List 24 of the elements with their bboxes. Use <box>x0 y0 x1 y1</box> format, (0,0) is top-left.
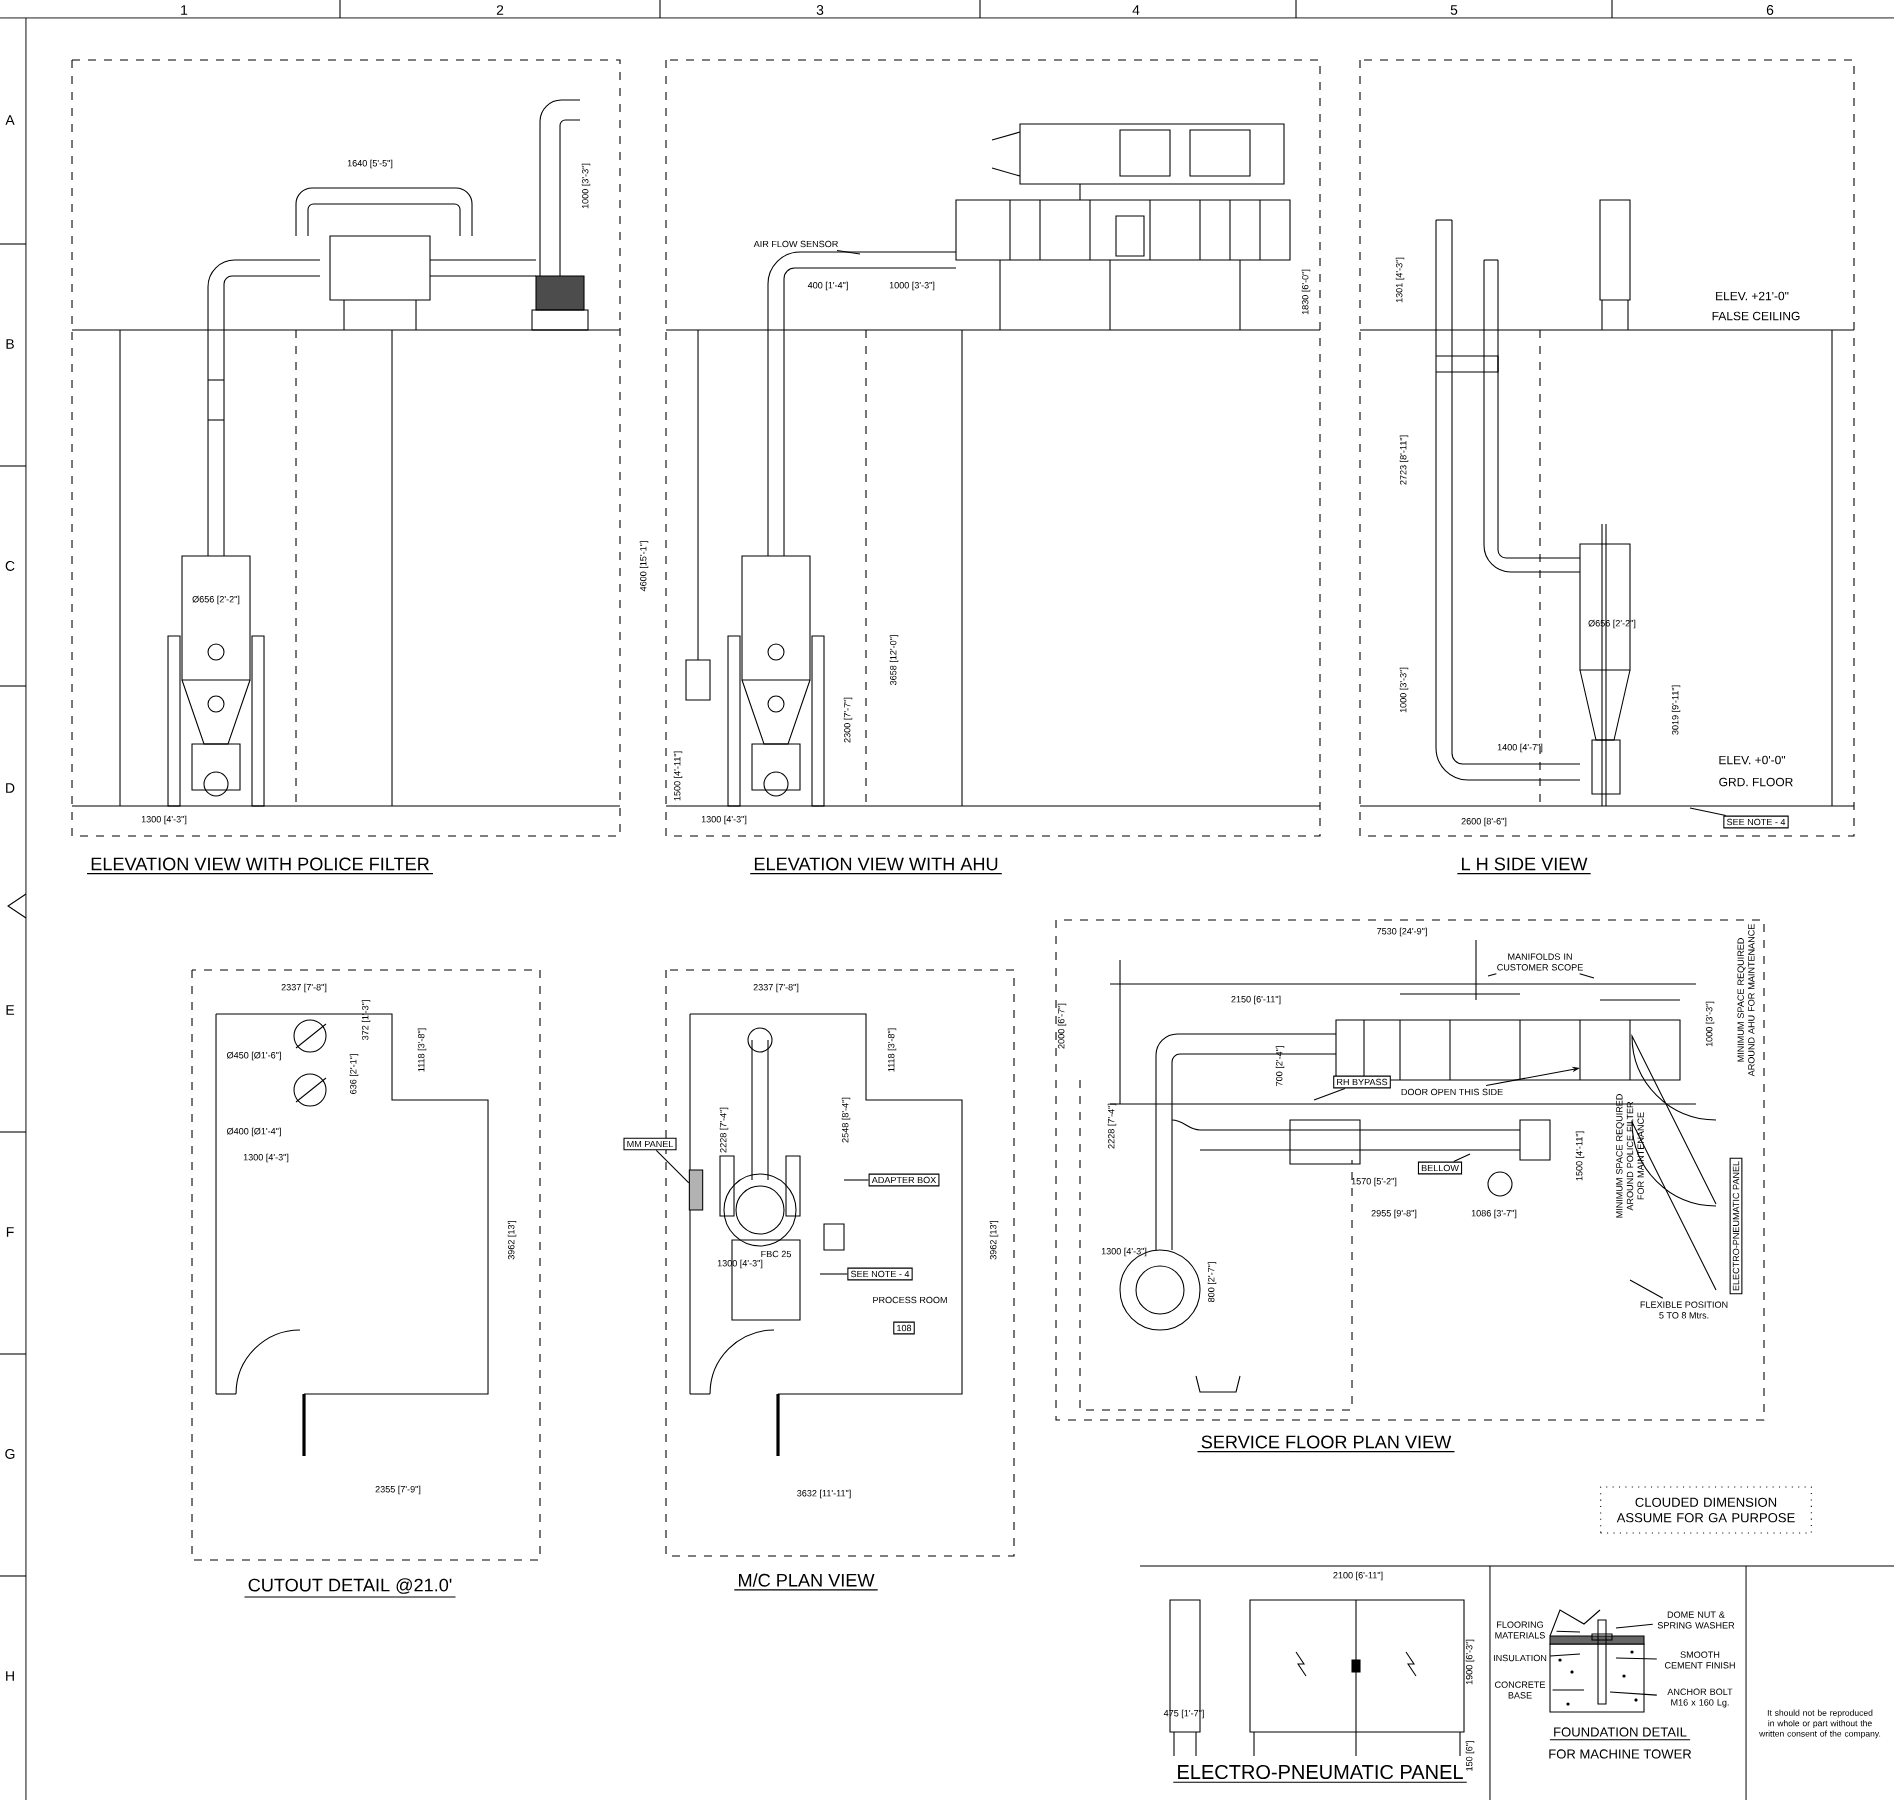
view-title: L H SIDE VIEW <box>1456 857 1592 875</box>
leader-line <box>1487 973 1497 977</box>
view-title: ELEVATION VIEW WITH AHU <box>749 857 1003 875</box>
view-title: SERVICE FLOOR PLAN VIEW <box>1197 1435 1456 1453</box>
leader-line <box>1609 1691 1658 1696</box>
leader-line <box>1629 1279 1664 1299</box>
leader-line <box>1313 1087 1346 1101</box>
leader-line <box>1615 1657 1658 1660</box>
leader-line <box>655 1149 690 1184</box>
leader-line <box>1453 1153 1471 1163</box>
leader-line <box>1615 1623 1654 1629</box>
view-title: ELEVATION VIEW WITH POLICE FILTER <box>86 857 434 875</box>
leader-line <box>819 1273 848 1275</box>
view-title: ELECTRO-PNEUMATIC PANEL <box>1172 1764 1468 1783</box>
leader-line <box>1556 1630 1581 1633</box>
view-title: M/C PLAN VIEW <box>733 1573 879 1591</box>
leader-line <box>1579 973 1595 979</box>
leader-line <box>836 249 861 255</box>
panel-box <box>688 1169 704 1211</box>
leader-line <box>1552 1689 1585 1691</box>
leader-line <box>1689 807 1727 817</box>
leader-line <box>843 1179 870 1181</box>
leader-line <box>1549 1653 1581 1657</box>
view-title: CUTOUT DETAIL @21.0' <box>244 1578 457 1598</box>
